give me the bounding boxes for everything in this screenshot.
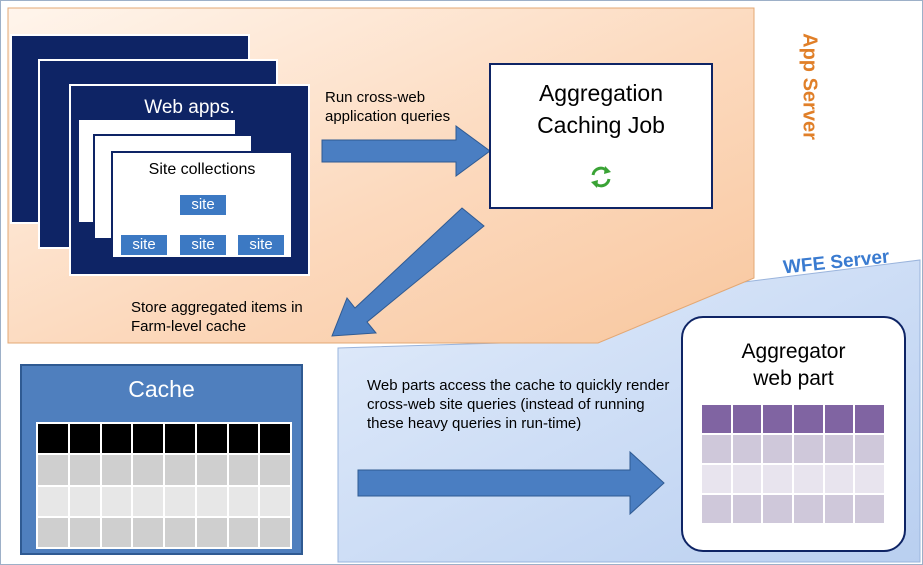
cache-header-cell (164, 423, 196, 455)
aggregator-cell (823, 464, 855, 494)
cache-cell (164, 454, 196, 486)
aggregation-job-box: Aggregation Caching Job (489, 63, 713, 209)
aggregator-table (701, 404, 885, 524)
cache-cell (227, 485, 260, 517)
site-root: site (179, 194, 227, 216)
cache-cell (100, 485, 133, 517)
cache-cell (195, 516, 228, 548)
cache-header-cell (227, 423, 260, 455)
aggregator-cell (854, 464, 885, 494)
aggregator-header-cell (762, 404, 793, 434)
aggregator-header-cell (823, 404, 855, 434)
web-apps-title: Web apps. (144, 97, 235, 118)
aggregator-cell (823, 494, 855, 524)
aggregator-cell (701, 494, 732, 524)
aggregator-header-cell (792, 404, 824, 434)
aggregator-header-cell (854, 404, 885, 434)
access-cache-arrow (357, 450, 665, 516)
aggregation-job-title: Aggregation Caching Job (537, 80, 665, 138)
access-cache-caption: Web parts access the cache to quickly re… (367, 377, 670, 432)
app-server-label: App Server (798, 33, 821, 140)
aggregator-cell (762, 494, 793, 524)
store-cache-caption: Store aggregated items in Farm-level cac… (131, 299, 303, 335)
cache-cell (37, 516, 69, 548)
aggregator-cell (792, 494, 824, 524)
aggregator-cell (731, 434, 763, 464)
cache-header-cell (132, 423, 164, 455)
cache-cell (68, 485, 101, 517)
aggregator-cell (731, 494, 763, 524)
aggregator-header-cell (731, 404, 763, 434)
aggregator-title: Aggregator web part (741, 340, 846, 390)
aggregator-cell (701, 434, 732, 464)
aggregator-cell (792, 464, 824, 494)
aggregator-cell (854, 494, 885, 524)
cache-cell (195, 454, 228, 486)
aggregator-cell (823, 434, 855, 464)
cache-cell (195, 485, 228, 517)
cache-cell (227, 454, 260, 486)
aggregator-header-cell (701, 404, 732, 434)
cache-header-cell (100, 423, 133, 455)
aggregator-cell (762, 434, 793, 464)
cache-header-cell (195, 423, 228, 455)
site-child-2: site (179, 234, 227, 256)
cache-cell (259, 516, 291, 548)
aggregator-cell (854, 434, 885, 464)
run-queries-caption: Run cross-web application queries (325, 89, 451, 125)
aggregator-cell (701, 464, 732, 494)
site-collections-title: Site collections (148, 161, 256, 178)
aggregator-cell (731, 464, 763, 494)
cache-cell (164, 485, 196, 517)
cache-cell (68, 516, 101, 548)
cache-cell (259, 485, 291, 517)
cache-header-cell (259, 423, 291, 455)
aggregator-cell (792, 434, 824, 464)
cache-cell (37, 454, 69, 486)
cache-header-cell (37, 423, 69, 455)
cache-cell (37, 485, 69, 517)
cache-cell (132, 485, 164, 517)
cache-cell (132, 516, 164, 548)
cache-cell (164, 516, 196, 548)
cache-cell (68, 454, 101, 486)
run-queries-arrow (321, 125, 491, 177)
cache-cell (100, 454, 133, 486)
cache-cell (227, 516, 260, 548)
site-child-3: site (237, 234, 285, 256)
cache-cell (132, 454, 164, 486)
cache-table (36, 422, 292, 549)
cache-header-cell (68, 423, 101, 455)
aggregator-cell (762, 464, 793, 494)
cache-title: Cache (128, 376, 195, 402)
store-cache-arrow (331, 207, 485, 337)
cache-cell (259, 454, 291, 486)
cache-cell (100, 516, 133, 548)
site-child-1: site (120, 234, 168, 256)
refresh-cycle-icon (591, 166, 611, 188)
